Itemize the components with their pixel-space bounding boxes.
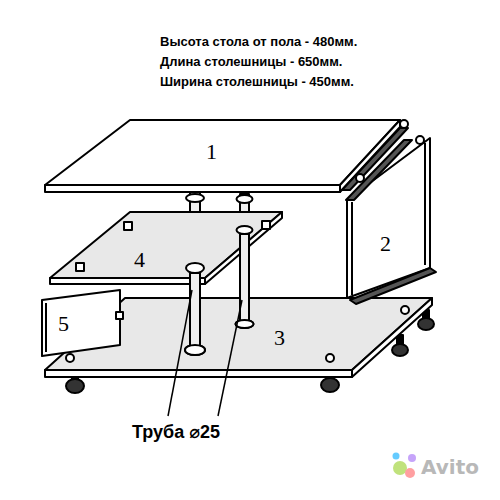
leader-line <box>168 290 242 416</box>
middle-shelf <box>50 212 282 355</box>
watermark-logo <box>393 453 417 479</box>
bracket <box>342 120 436 304</box>
callout-number: 4 <box>132 248 147 272</box>
callout-number: 3 <box>272 326 287 350</box>
dimension-note: Высота стола от пола - 480мм. <box>160 34 357 50</box>
side-panel <box>42 290 123 356</box>
part-label: Труба ⌀25 <box>130 422 222 442</box>
callout-number: 2 <box>378 232 393 256</box>
callout-number: 1 <box>204 140 219 164</box>
watermark: Avito <box>421 456 479 478</box>
dimension-note: Длина столешницы - 650мм. <box>160 54 342 70</box>
dimension-note: Ширина столешницы - 450мм. <box>160 74 354 90</box>
callout-number: 5 <box>56 312 71 336</box>
